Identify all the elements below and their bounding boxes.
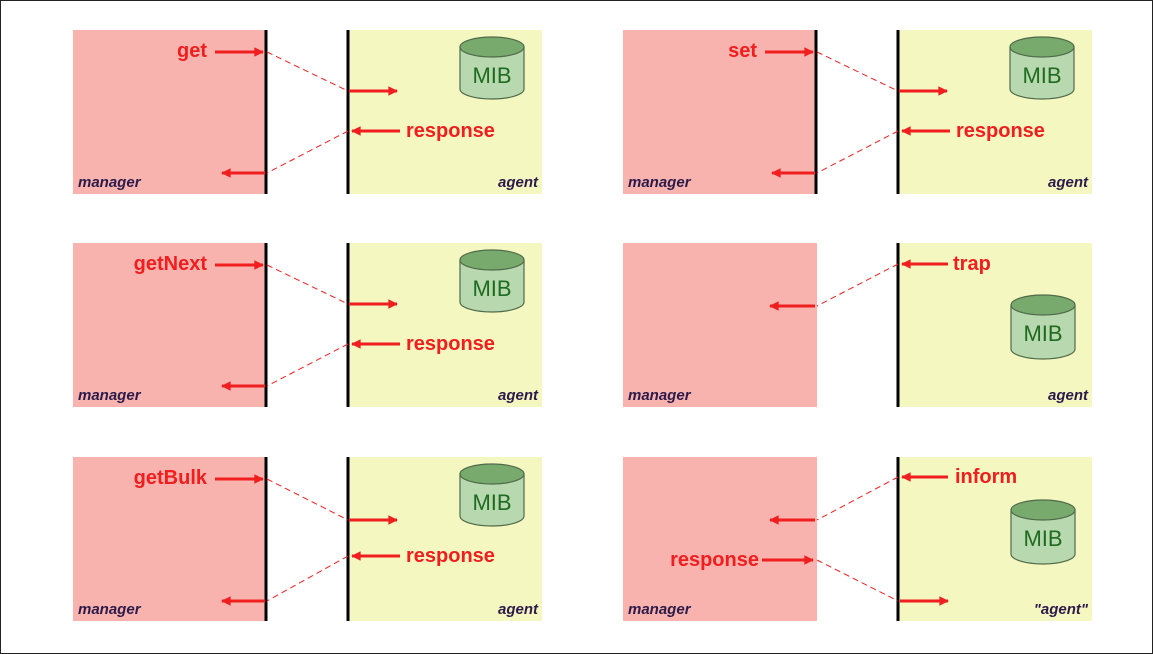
request-transit-line	[816, 51, 899, 92]
notification-transit-line	[816, 476, 899, 521]
manager-label: manager	[78, 174, 142, 191]
notification-label: inform	[955, 466, 1017, 488]
panel-trap: MIB trap manager agent	[623, 243, 1092, 407]
reply-transit-line	[266, 555, 349, 602]
mib-label: MIB	[1023, 526, 1062, 551]
mib-database-icon: MIB	[1010, 499, 1076, 565]
mib-label: MIB	[1022, 63, 1061, 88]
manager-box	[73, 30, 267, 194]
request-transit-line	[266, 264, 349, 305]
reply-label: response	[406, 333, 495, 355]
panel-get: MIB get response manager agent	[73, 30, 542, 194]
reply-transit-line	[266, 343, 349, 387]
notification-transit-line	[816, 263, 899, 307]
mib-database-icon: MIB	[1010, 294, 1076, 360]
request-label: set	[728, 40, 757, 62]
reply-label: response	[406, 120, 495, 142]
notification-label: trap	[953, 253, 991, 275]
panel-getnext: MIB getNext response manager agent	[73, 243, 542, 407]
panel-inform: MIB inform response manager "agent"	[623, 457, 1092, 621]
panel-set: MIB set response manager agent	[623, 30, 1092, 194]
manager-label: manager	[78, 387, 142, 404]
reply-label: response	[956, 120, 1045, 142]
request-transit-line	[266, 478, 349, 521]
mib-database-icon: MIB	[459, 249, 525, 313]
request-label: getNext	[134, 253, 208, 275]
mib-label: MIB	[472, 63, 511, 88]
manager-label: manager	[628, 387, 692, 404]
agent-label: agent	[498, 601, 539, 618]
reply-transit-line	[266, 130, 349, 174]
manager-label: manager	[78, 601, 142, 618]
reply-label: response	[670, 549, 759, 571]
mib-label: MIB	[1023, 321, 1062, 346]
request-label: getBulk	[134, 467, 208, 489]
request-transit-line	[266, 51, 349, 92]
mib-label: MIB	[472, 490, 511, 515]
agent-label: agent	[1048, 174, 1089, 191]
agent-label: agent	[498, 387, 539, 404]
manager-box	[73, 457, 267, 621]
mib-database-icon: MIB	[1009, 36, 1075, 100]
mib-label: MIB	[472, 276, 511, 301]
reply-transit-line	[816, 130, 899, 174]
agent-label: agent	[1048, 387, 1089, 404]
mib-database-icon: MIB	[459, 463, 525, 527]
manager-box	[623, 30, 817, 194]
manager-box	[623, 243, 817, 407]
manager-label: manager	[628, 601, 692, 618]
agent-label: agent	[498, 174, 539, 191]
mib-database-icon: MIB	[459, 36, 525, 100]
reply-label: response	[406, 545, 495, 567]
reply-transit-line	[816, 559, 899, 602]
manager-box	[623, 457, 817, 621]
agent-label: "agent"	[1034, 601, 1089, 618]
manager-label: manager	[628, 174, 692, 191]
manager-box	[73, 243, 267, 407]
request-label: get	[177, 40, 207, 62]
panel-getbulk: MIB getBulk response manager agent	[73, 457, 542, 621]
